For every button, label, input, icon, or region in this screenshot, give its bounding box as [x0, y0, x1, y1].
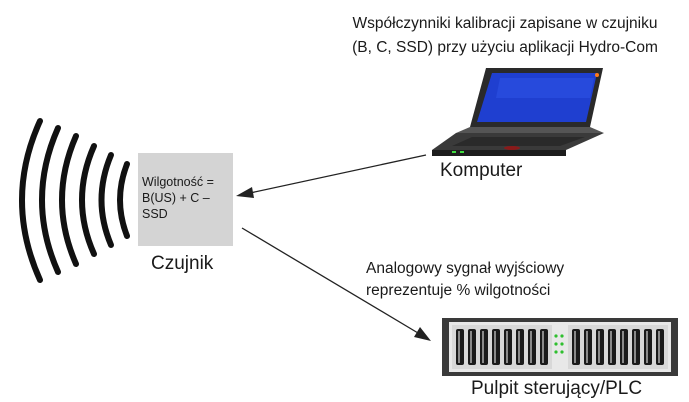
laptop-icon [432, 68, 604, 156]
moisture-formula: Wilgotność = B(US) + C – SSD [142, 175, 214, 221]
calibration-note: Współczynniki kalibracji zapisane w czuj… [352, 15, 658, 56]
plc-rack-icon [442, 318, 678, 376]
sensor-label: Czujnik [151, 253, 214, 274]
sensor-box [138, 153, 233, 246]
computer-label: Komputer [440, 160, 523, 181]
radio-waves-icon [19, 118, 130, 283]
arrow-sensor-to-plc [241, 227, 431, 341]
analog-output-note: Analogowy sygnał wyjściowy reprezentuje … [366, 260, 565, 299]
arrow-computer-to-sensor [236, 154, 427, 198]
plc-label: Pulpit sterujący/PLC [471, 378, 643, 399]
